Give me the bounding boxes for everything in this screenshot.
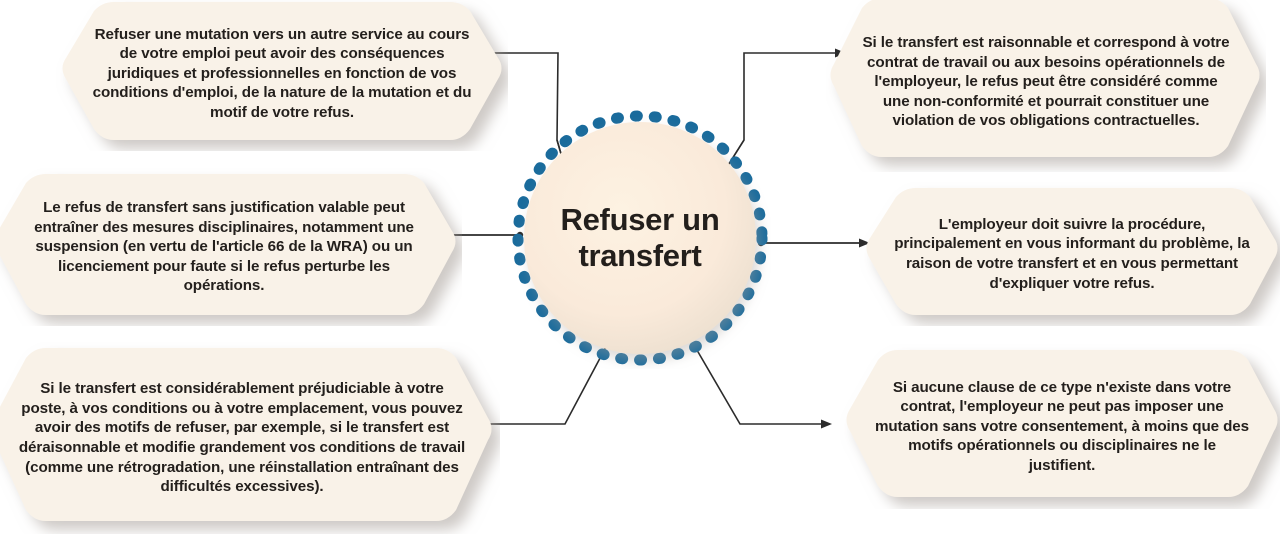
hexagon-shape-bottom-left xyxy=(0,348,492,521)
hexagon-shape-middle-right xyxy=(866,188,1278,315)
hexagon-shape-bottom-right xyxy=(846,350,1278,497)
node-top-left[interactable]: Refuser une mutation vers un autre servi… xyxy=(56,0,508,151)
center-node[interactable]: Refuser un transfert xyxy=(509,107,771,369)
node-text-bottom-left: Si le transfert est considérablement pré… xyxy=(18,380,466,496)
hexagon-shape-top-left xyxy=(62,2,502,140)
connector-middle-right xyxy=(757,238,870,248)
node-bottom-left[interactable]: Si le transfert est considérablement pré… xyxy=(0,342,500,534)
center-circle-dashed-ring xyxy=(512,110,768,366)
node-text-top-left: Refuser une mutation vers un autre servi… xyxy=(92,25,472,121)
node-middle-left[interactable]: Le refus de transfert sans justification… xyxy=(0,168,462,326)
node-text-bottom-right: Si aucune clause de ce type n'existe dan… xyxy=(874,378,1250,474)
node-bottom-right[interactable]: Si aucune clause de ce type n'existe dan… xyxy=(840,344,1280,509)
hexagon-shape-middle-left xyxy=(0,174,456,315)
node-text-middle-left: Le refus de transfert sans justification… xyxy=(34,199,414,295)
node-text-top-right: Si le transfert est raisonnable et corre… xyxy=(862,34,1230,130)
node-text-middle-right: L'employeur doit suivre la procédure, pr… xyxy=(894,215,1250,292)
node-middle-right[interactable]: L'employeur doit suivre la procédure, pr… xyxy=(860,182,1280,326)
node-top-right[interactable]: Si le transfert est raisonnable et corre… xyxy=(826,0,1266,172)
hexagon-shape-top-right xyxy=(830,0,1260,157)
center-node-label: Refuser un transfert xyxy=(560,202,720,273)
